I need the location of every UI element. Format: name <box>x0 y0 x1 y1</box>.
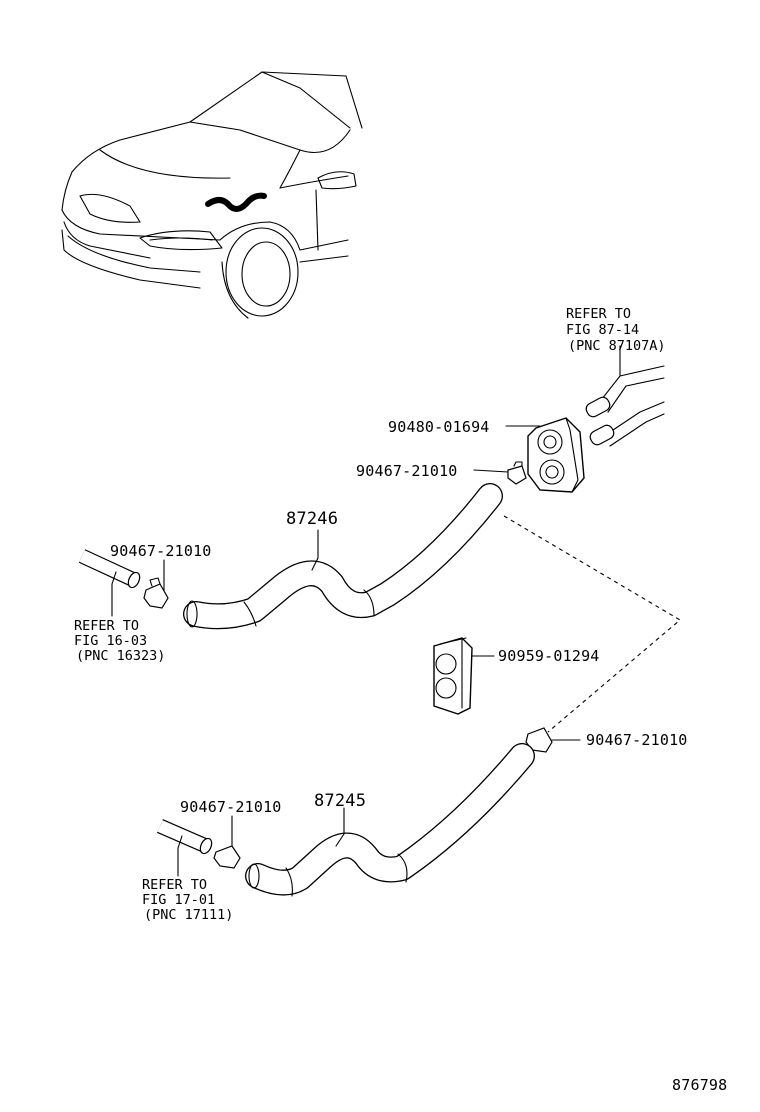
clip-upper-left-part[interactable] <box>143 577 169 609</box>
reference-middle-left: REFER TO FIG 16-03 (PNC 16323) <box>74 618 165 664</box>
pipe-17-01 <box>157 819 213 855</box>
label-clip-grommet: 90467-21010 <box>356 462 458 480</box>
label-clip-lower-left: 90467-21010 <box>180 798 282 816</box>
connector-dashed <box>503 515 681 733</box>
svg-text:FIG 17-01: FIG 17-01 <box>142 892 215 908</box>
reference-top-right: REFER TO FIG 87-14 (PNC 87107A) <box>566 306 666 354</box>
svg-text:REFER TO: REFER TO <box>142 877 207 893</box>
reference-bottom-left: REFER TO FIG 17-01 (PNC 17111) <box>142 877 233 923</box>
grommet-part[interactable] <box>527 417 585 493</box>
svg-text:(PNC 16323): (PNC 16323) <box>76 648 165 664</box>
svg-text:REFER TO: REFER TO <box>74 618 139 634</box>
label-grommet: 90480-01694 <box>388 418 490 436</box>
hose-87245[interactable] <box>245 743 535 897</box>
heater-pipes-upper <box>585 365 665 447</box>
svg-text:FIG 16-03: FIG 16-03 <box>74 633 147 649</box>
leader-lines <box>111 345 621 877</box>
clip-grommet-part[interactable] <box>507 461 527 485</box>
svg-text:FIG 87-14: FIG 87-14 <box>566 322 639 338</box>
clip-lower-right-part[interactable] <box>525 727 553 753</box>
label-clip-lower-right: 90467-21010 <box>586 731 688 749</box>
label-hose-lower: 87245 <box>314 791 366 811</box>
svg-text:(PNC 17111): (PNC 17111) <box>144 907 233 923</box>
car-illustration <box>61 71 363 319</box>
hose-87246[interactable] <box>183 483 503 630</box>
label-clip-upper-left: 90467-21010 <box>110 542 212 560</box>
clamp-part[interactable] <box>433 637 473 715</box>
clip-lower-left-part[interactable] <box>213 845 241 869</box>
svg-text:REFER TO: REFER TO <box>566 306 631 322</box>
svg-text:(PNC 87107A): (PNC 87107A) <box>568 338 666 354</box>
label-hose-upper: 87246 <box>286 509 338 529</box>
diagram-id: 876798 <box>672 1076 727 1094</box>
pipe-16-03 <box>78 549 141 589</box>
label-clamp: 90959-01294 <box>498 647 600 665</box>
